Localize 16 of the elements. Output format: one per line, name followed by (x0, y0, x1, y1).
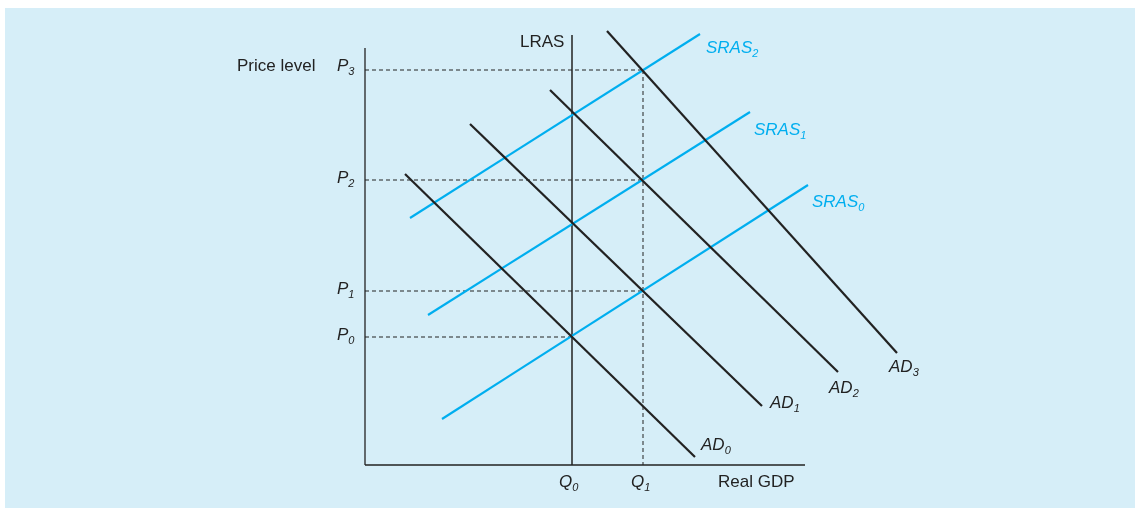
tick-label: Q$_{0}$ (559, 472, 579, 496)
tick-label: Q$_{1}$ (631, 472, 651, 496)
curve-label: AD$_{2}$ (829, 378, 859, 402)
curve-label: AD$_{0}$ (701, 435, 731, 459)
curve-label: SRAS$_{2}$ (706, 38, 759, 62)
curve-label: SRAS$_{0}$ (812, 192, 865, 216)
curve-label: LRAS (520, 32, 565, 52)
tick-label: P$_{0}$ (337, 325, 355, 349)
tick-label: P$_{1}$ (337, 279, 355, 303)
axis-label: Real GDP (718, 472, 795, 492)
curve-label: AD$_{3}$ (889, 357, 919, 381)
curve-label: AD$_{1}$ (770, 393, 800, 417)
tick-label: P$_{3}$ (337, 56, 355, 80)
axis-label: Price level (237, 56, 316, 76)
curve-label: SRAS$_{1}$ (754, 120, 807, 144)
tick-label: P$_{2}$ (337, 168, 355, 192)
